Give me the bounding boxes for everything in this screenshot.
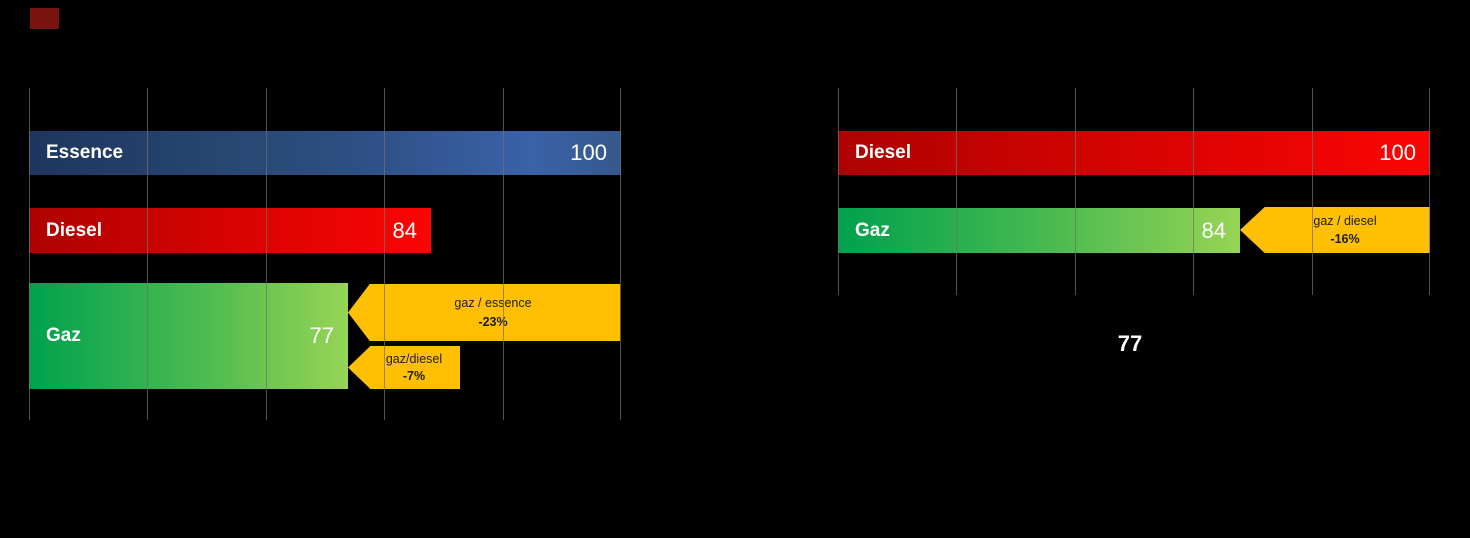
bar-category-label: Diesel: [46, 219, 102, 241]
callout-gaz-vs-essence: gaz / essence -23%: [348, 284, 620, 341]
bar-gaz: Gaz 84: [838, 208, 1240, 253]
callout-gaz-vs-diesel: gaz / diesel -16%: [1240, 207, 1430, 253]
gridline: [503, 88, 504, 420]
gridline: [29, 88, 30, 420]
bar-gaz: Gaz 77: [29, 283, 348, 389]
bar-category-label: Gaz: [46, 325, 81, 346]
hidden-bar-value-label: 77: [1117, 331, 1143, 356]
bar-value-label: 100: [570, 140, 607, 165]
callout-delta: -23%: [478, 314, 508, 329]
callout-label: gaz / diesel: [1313, 213, 1377, 228]
gridline: [266, 88, 267, 420]
gridline: [147, 88, 148, 420]
chart-left-base-essence: Essence 100 Diesel 84 Gaz 77 gaz / essen…: [29, 88, 621, 420]
callout-label: gaz / essence: [454, 295, 532, 310]
red-marker: [30, 8, 59, 29]
bar-value-label: 77: [309, 323, 334, 348]
gridline: [1312, 88, 1313, 295]
gridline: [956, 88, 957, 295]
callout-delta: -7%: [402, 368, 426, 383]
gridline: [838, 88, 839, 295]
bar-diesel: Diesel 84: [29, 208, 431, 253]
bar-category-label: Gaz: [855, 219, 890, 241]
bar-diesel: Diesel 100: [838, 131, 1430, 175]
gridline: [1075, 88, 1076, 295]
bar-value-label: 84: [1201, 217, 1226, 243]
bar-value-label: 100: [1379, 140, 1416, 165]
callout-delta: -16%: [1330, 232, 1360, 246]
bar-essence: Essence 100: [29, 131, 621, 175]
bar-category-label: Diesel: [855, 142, 911, 163]
gridline: [1429, 88, 1430, 295]
gridline: [620, 88, 621, 420]
gridline: [1193, 88, 1194, 295]
bar-category-label: Essence: [46, 142, 124, 163]
chart-right-base-diesel: Diesel 100 Gaz 84 gaz / diesel -16% 77: [838, 88, 1430, 388]
callout-label: gaz/diesel: [385, 351, 443, 366]
bar-value-label: 84: [392, 217, 417, 243]
gridline: [384, 88, 385, 420]
callout-gaz-vs-diesel: gaz/diesel -7%: [348, 346, 460, 389]
